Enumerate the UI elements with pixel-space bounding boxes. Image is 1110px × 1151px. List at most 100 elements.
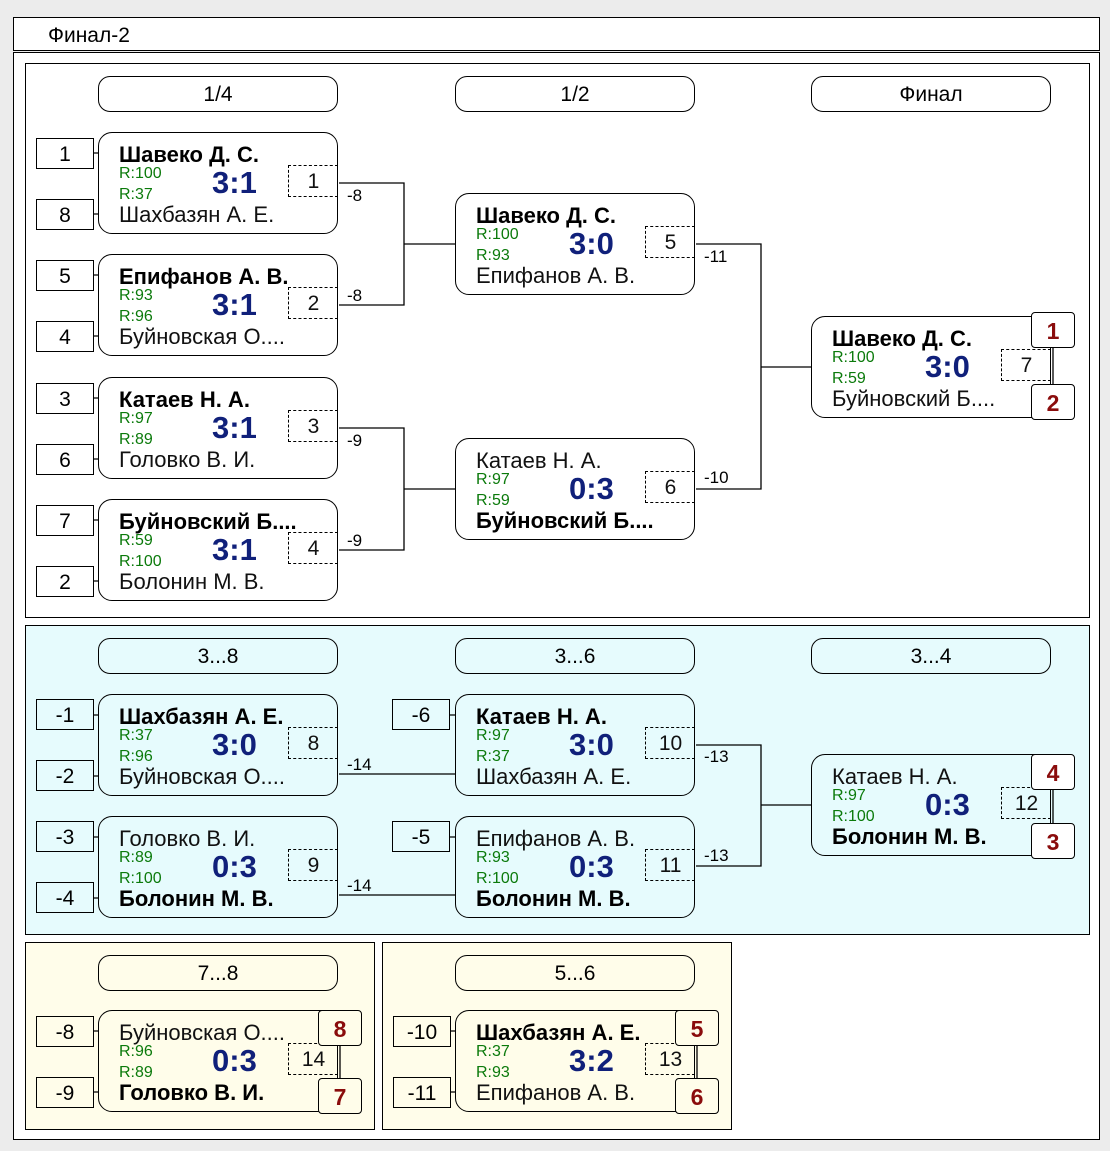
rating-bottom: R:96	[119, 748, 153, 765]
player-top: Шавеко Д. С.	[119, 142, 259, 167]
seed-box: 1	[36, 138, 94, 169]
player-top: Катаев Н. А.	[476, 448, 602, 473]
player-top: Катаев Н. А.	[476, 704, 607, 729]
match-card[interactable]: Катаев Н. А. R:97 R:37 3:0 10 Шахбазян А…	[455, 694, 695, 796]
rating-bottom: R:93	[476, 1064, 510, 1081]
rating-bottom: R:100	[476, 870, 519, 887]
player-top: Буйновский Б....	[119, 509, 297, 534]
rating-bottom: R:37	[119, 186, 153, 203]
match-score: 0:3	[569, 471, 614, 506]
match-number: 8	[288, 727, 338, 759]
loser-label: -8	[347, 186, 363, 205]
loser-label: -8	[347, 286, 363, 305]
match-score: 0:3	[212, 1043, 257, 1078]
player-bottom: Головко В. И.	[119, 447, 256, 472]
player-bottom: Болонин М. В.	[832, 824, 987, 849]
match-card[interactable]: Шавеко Д. С. R:100 R:93 3:0 5 Епифанов А…	[455, 193, 695, 295]
rating-top: R:59	[119, 532, 153, 549]
consolation-7-8-panel: 7...8 -8 -9 Буйновская О.... R:96 R:89 0…	[25, 942, 375, 1130]
seed-box: -1	[36, 699, 94, 730]
loser-label: -9	[347, 431, 363, 450]
seed-box: -6	[392, 699, 450, 730]
match-number: 4	[288, 532, 338, 564]
rating-top: R:100	[832, 349, 875, 366]
place-badge: 8	[318, 1010, 362, 1046]
match-card[interactable]: Епифанов А. В. R:93 R:96 3:1 2 Буйновска…	[98, 254, 338, 356]
rating-top: R:97	[476, 471, 510, 488]
player-bottom: Буйновский Б....	[476, 508, 654, 533]
player-bottom: Буйновский Б....	[832, 386, 996, 411]
rating-bottom: R:89	[119, 431, 153, 448]
player-top: Катаев Н. А.	[119, 387, 250, 412]
match-number: 12	[1001, 787, 1051, 819]
player-top: Епифанов А. В.	[119, 264, 289, 289]
loser-label: -11	[704, 247, 728, 266]
seed-box: 7	[36, 505, 94, 536]
match-number: 10	[645, 727, 695, 759]
rating-bottom: R:59	[832, 370, 866, 387]
match-number: 6	[645, 471, 695, 503]
match-score: 3:1	[212, 410, 257, 445]
match-card[interactable]: Головко В. И. R:89 R:100 0:3 9 Болонин М…	[98, 816, 338, 918]
match-score: 0:3	[925, 787, 970, 822]
place-badge: 2	[1031, 384, 1075, 420]
rating-top: R:100	[119, 165, 162, 182]
loser-label: -13	[704, 846, 729, 865]
player-top: Шавеко Д. С.	[832, 326, 972, 351]
match-score: 3:1	[212, 287, 257, 322]
rating-bottom: R:100	[119, 553, 162, 570]
match-card[interactable]: Епифанов А. В. R:93 R:100 0:3 11 Болонин…	[455, 816, 695, 918]
match-score: 0:3	[569, 849, 614, 884]
rating-bottom: R:89	[119, 1064, 153, 1081]
title-bar: Финал-2	[13, 17, 1100, 51]
place-badge: 3	[1031, 823, 1075, 859]
match-card[interactable]: Буйновский Б.... R:59 R:100 3:1 4 Болони…	[98, 499, 338, 601]
match-number: 3	[288, 410, 338, 442]
rating-bottom: R:100	[119, 870, 162, 887]
rating-top: R:93	[476, 849, 510, 866]
seed-box: -3	[36, 821, 94, 852]
round-header-final: Финал	[811, 76, 1051, 112]
round-header-3-8: 3...8	[98, 638, 338, 674]
player-top: Головко В. И.	[119, 826, 256, 851]
match-card[interactable]: Шавеко Д. С. R:100 R:37 3:1 1 Шахбазян А…	[98, 132, 338, 234]
player-top: Шавеко Д. С.	[476, 203, 616, 228]
match-number: 7	[1001, 349, 1051, 381]
rating-top: R:97	[476, 727, 510, 744]
player-bottom: Буйновская О....	[119, 324, 285, 349]
match-score: 3:0	[569, 226, 614, 261]
rating-bottom: R:100	[832, 808, 875, 825]
round-header-7-8: 7...8	[98, 955, 338, 991]
match-card-5th-place[interactable]: Шахбазян А. Е. R:37 R:93 3:2 13 Епифанов…	[455, 1010, 695, 1112]
seed-box: -9	[36, 1077, 94, 1108]
loser-label: -9	[347, 531, 363, 550]
place-badge: 7	[318, 1078, 362, 1114]
place-badge: 4	[1031, 754, 1075, 790]
match-number: 2	[288, 287, 338, 319]
player-bottom: Болонин М. В.	[119, 569, 265, 594]
player-bottom: Епифанов А. В.	[476, 1080, 636, 1105]
player-bottom: Головко В. И.	[119, 1080, 265, 1105]
match-card-3rd-place[interactable]: Катаев Н. А. R:97 R:100 0:3 12 Болонин М…	[811, 754, 1051, 856]
seed-box: -2	[36, 760, 94, 791]
match-card[interactable]: Шахбазян А. Е. R:37 R:96 3:0 8 Буйновска…	[98, 694, 338, 796]
match-card-7th-place[interactable]: Буйновская О.... R:96 R:89 0:3 14 Головк…	[98, 1010, 338, 1112]
match-number: 1	[288, 165, 338, 197]
player-bottom: Буйновская О....	[119, 764, 285, 789]
rating-bottom: R:96	[119, 308, 153, 325]
loser-label: -10	[704, 468, 729, 487]
rating-top: R:97	[119, 410, 153, 427]
place-badge: 1	[1031, 312, 1075, 348]
match-card-final[interactable]: Шавеко Д. С. R:100 R:59 3:0 7 Буйновский…	[811, 316, 1051, 418]
round-header-5-6: 5...6	[455, 955, 695, 991]
match-card[interactable]: Катаев Н. А. R:97 R:59 0:3 6 Буйновский …	[455, 438, 695, 540]
seed-box: -10	[393, 1016, 451, 1047]
seed-box: 3	[36, 383, 94, 414]
player-bottom: Болонин М. В.	[476, 886, 631, 911]
match-card[interactable]: Катаев Н. А. R:97 R:89 3:1 3 Головко В. …	[98, 377, 338, 479]
seed-box: -8	[36, 1016, 94, 1047]
player-top: Епифанов А. В.	[476, 826, 636, 851]
main-bracket-panel: 1/4 1/2 Финал 1 8 5 4 3 6 7 2 Шавеко Д. …	[25, 63, 1090, 618]
round-header-semifinal: 1/2	[455, 76, 695, 112]
seed-box: 2	[36, 566, 94, 597]
